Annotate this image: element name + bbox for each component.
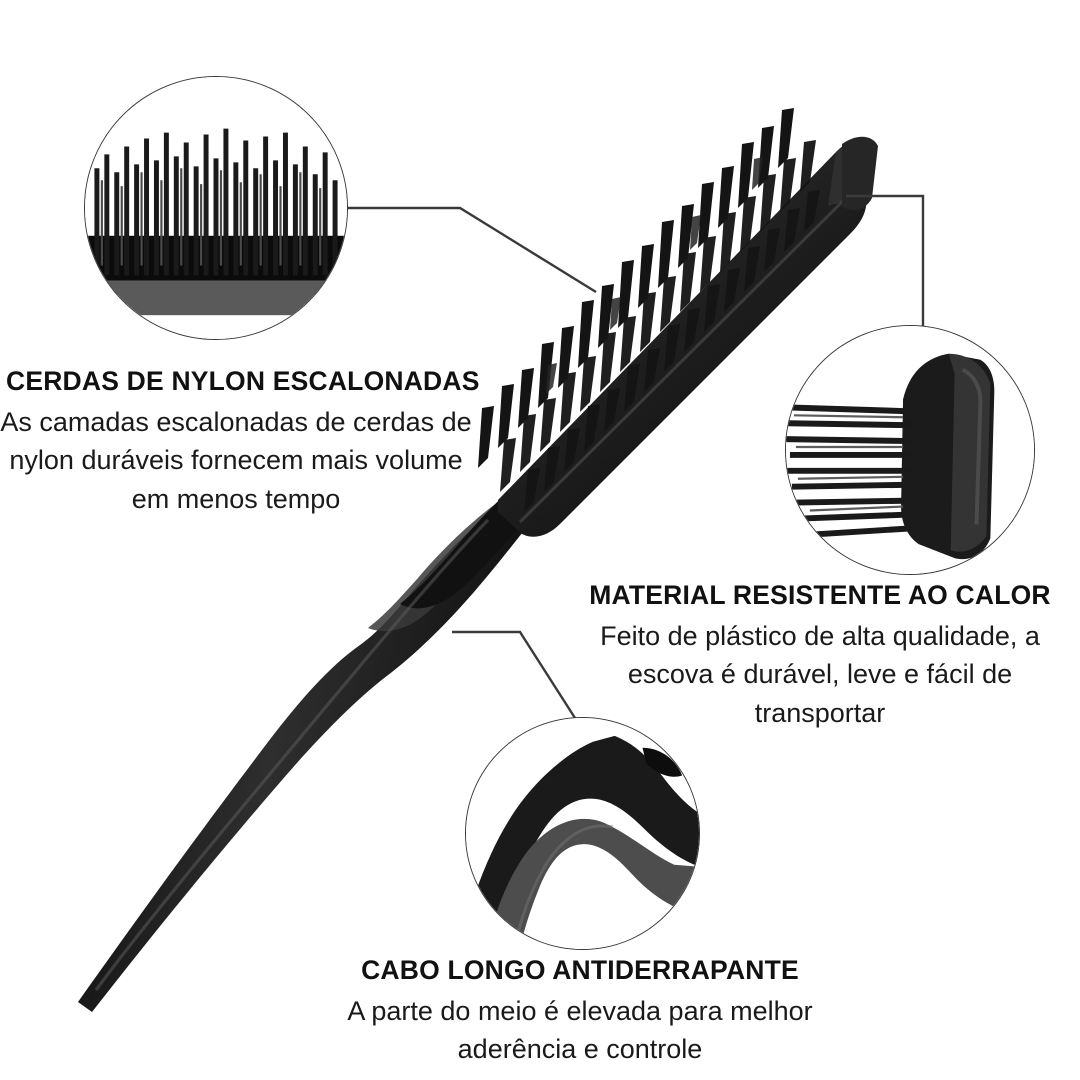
callout-circle-bristles: [84, 76, 348, 340]
feature-body-handle: A parte do meio é elevada para melhor ad…: [347, 996, 813, 1065]
nylon-bristles: [478, 108, 820, 512]
leader-line-bristles: [300, 206, 597, 294]
feature-text-material: MATERIAL RESISTENTE AO CALOR Feito de pl…: [560, 580, 1080, 732]
feature-text-handle: CABO LONGO ANTIDERRAPANTE A parte do mei…: [300, 955, 860, 1069]
brush-head-end-photo: [786, 326, 1034, 574]
leader-line-material: [846, 194, 925, 330]
callout-circle-handle: [465, 717, 700, 950]
feature-body-bristles: As camadas escalonadas de cerdas de nylo…: [0, 407, 472, 514]
bristle-closeup-photo: [85, 77, 347, 339]
feature-text-bristles: CERDAS DE NYLON ESCALONADAS As camadas e…: [0, 366, 480, 518]
feature-body-material: Feito de plástico de alta qualidade, a e…: [600, 621, 1040, 728]
feature-heading-material: MATERIAL RESISTENTE AO CALOR: [589, 580, 1051, 610]
feature-heading-handle: CABO LONGO ANTIDERRAPANTE: [361, 955, 799, 985]
feature-heading-bristles: CERDAS DE NYLON ESCALONADAS: [6, 366, 480, 396]
leader-line-handle: [452, 630, 577, 719]
callout-circle-material: [785, 325, 1035, 575]
handle-grip-curve-photo: [466, 718, 699, 949]
